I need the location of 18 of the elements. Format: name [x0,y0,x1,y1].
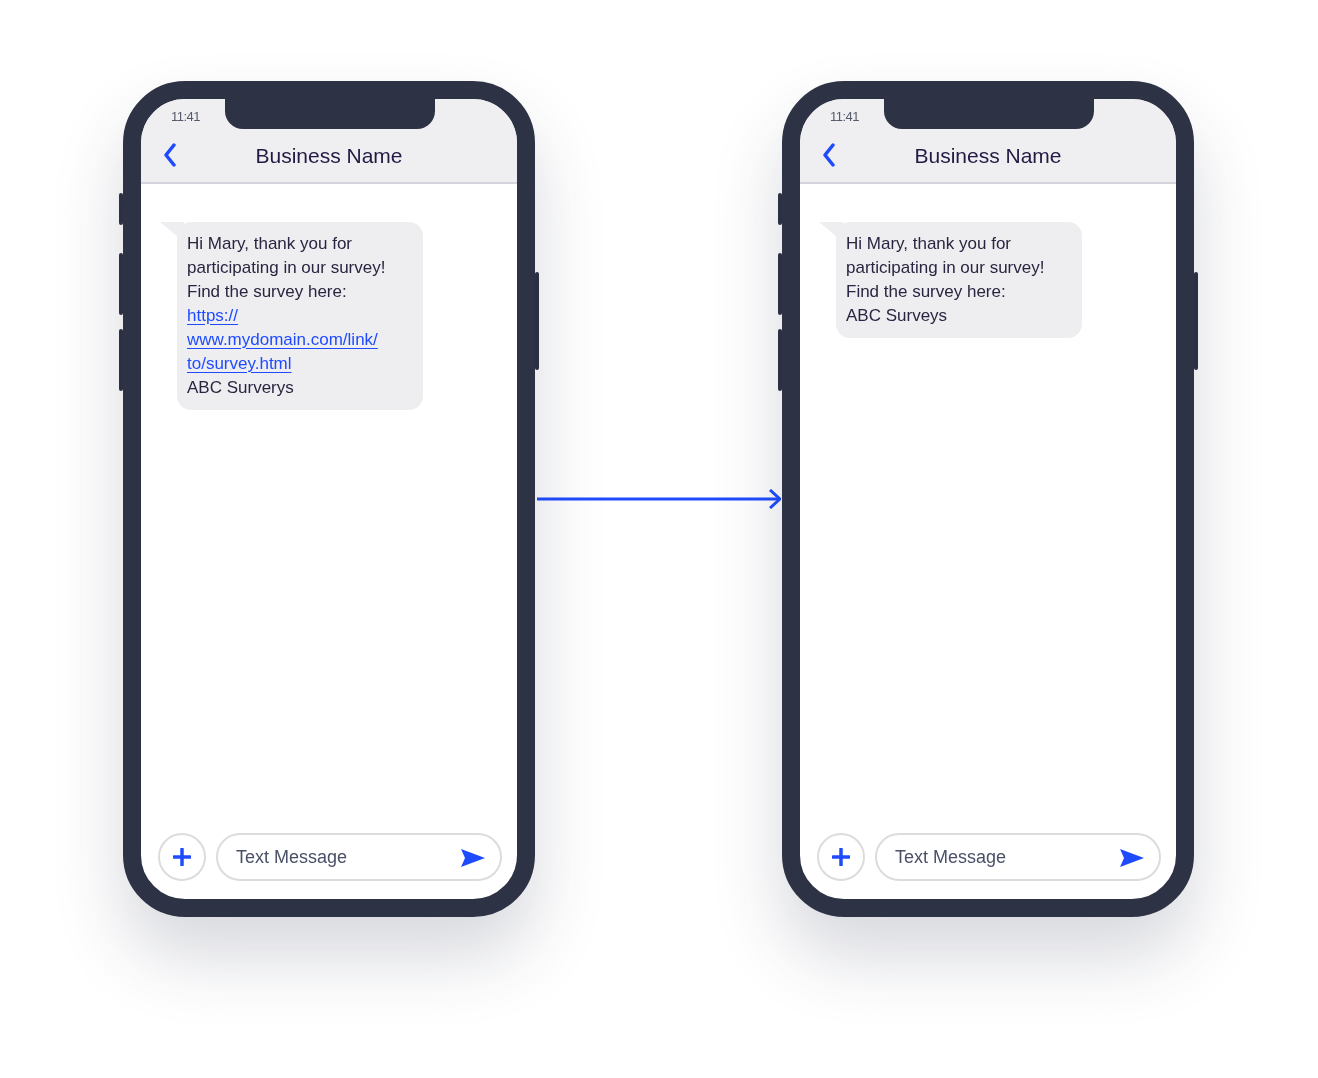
header-bar [800,99,1176,184]
message-input-field: Text Message [216,833,502,881]
message-input-field: Text Message [875,833,1161,881]
message-text: Hi Mary, thank you for participating in our survey! Find the survey here: [846,233,1046,303]
phone-frame [123,81,535,917]
signature-text: ABC Surveys [846,305,949,327]
link: https:// www.mydomain.com/link/ to/survey.html [187,305,379,375]
status-time: 11:41 [171,109,201,124]
phone-frame [782,81,1194,917]
add-button [158,833,206,881]
contact-name: Business Name [913,144,1063,168]
arrow [537,488,782,510]
message-text: Hi Mary, thank you for participating in our survey! Find the survey here: [187,233,387,303]
contact-name: Business Name [254,144,404,168]
signature-text: ABC Surverys [187,377,295,399]
add-button [817,833,865,881]
status-time: 11:41 [830,109,860,124]
header-bar [141,99,517,184]
